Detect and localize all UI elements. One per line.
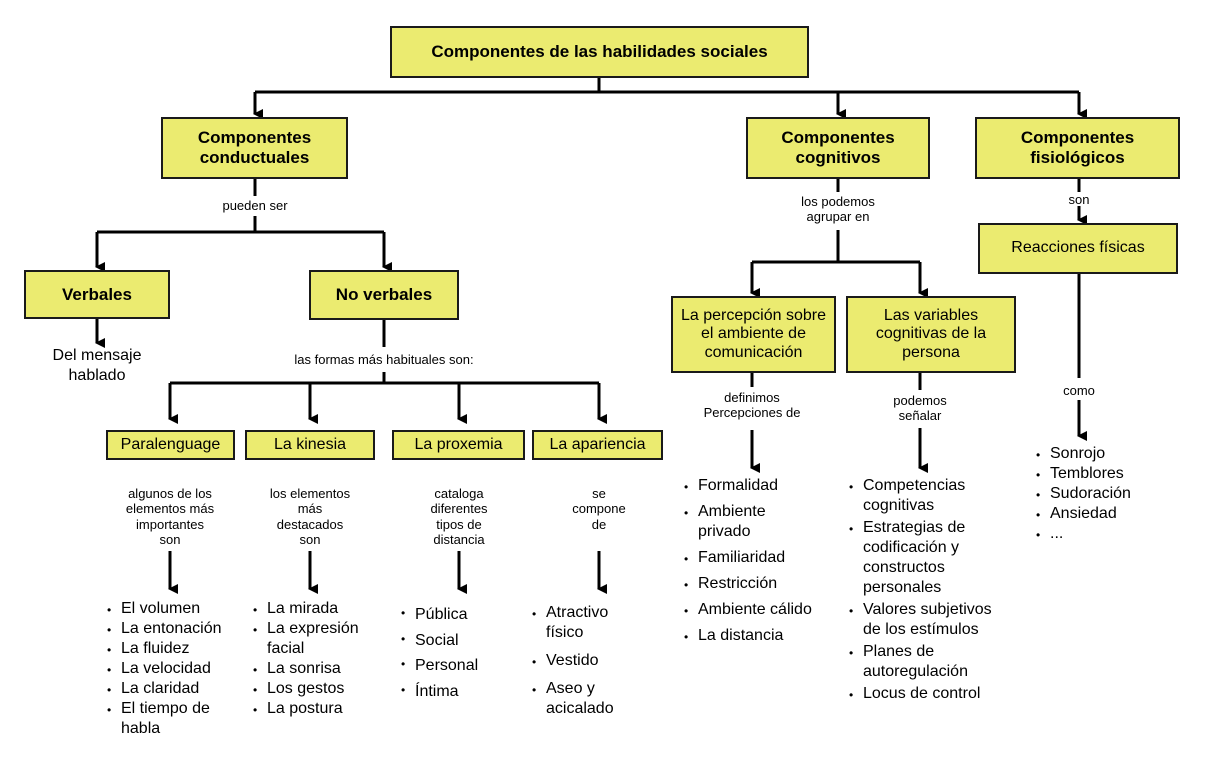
list-item: Íntima xyxy=(401,679,521,705)
list-item: Estrategias de codificación y constructo… xyxy=(849,518,1009,598)
list-percepcion: Formalidad Ambiente privado Familiaridad… xyxy=(684,476,814,648)
node-paralenguaje: Paralenguage xyxy=(106,430,235,460)
list-paralenguaje: El volumen La entonación La fluidez La v… xyxy=(107,599,247,739)
list-item: Locus de control xyxy=(849,684,1009,706)
node-fisiologicos: Componentes fisiológicos xyxy=(975,117,1180,179)
node-proxemia: La proxemia xyxy=(392,430,525,460)
list-item: El tiempo de habla xyxy=(107,699,247,739)
conductuales-title: Componentes conductuales xyxy=(197,128,312,167)
list-item: Ambiente cálido xyxy=(684,600,814,622)
no-verbales-title: No verbales xyxy=(335,285,433,305)
link-pueden-ser: pueden ser xyxy=(222,198,288,213)
node-cognitivos: Componentes cognitivos xyxy=(746,117,930,179)
node-kinesia: La kinesia xyxy=(245,430,375,460)
list-item: La expresión facial xyxy=(253,619,383,659)
list-item: La mirada xyxy=(253,599,383,621)
percepcion-title: La percepción sobre el ambiente de comun… xyxy=(681,306,826,361)
list-reacciones: Sonrojo Temblores Sudoración Ansiedad ..… xyxy=(1036,444,1156,546)
list-item: Sudoración xyxy=(1036,484,1156,506)
list-item: Sonrojo xyxy=(1036,444,1156,466)
cognitivos-title: Componentes cognitivos xyxy=(781,128,895,167)
list-item: Vestido xyxy=(532,651,642,673)
root-node: Componentes de las habilidades sociales xyxy=(390,26,809,78)
link-kinesia: los elementos más destacados son xyxy=(269,486,351,547)
list-item: Ambiente privado xyxy=(684,502,814,542)
paralenguaje-title: Paralenguage xyxy=(120,435,221,453)
list-item: Restricción xyxy=(684,574,814,596)
list-item: La distancia xyxy=(684,626,814,648)
list-variables: Competencias cognitivas Estrategias de c… xyxy=(849,476,1009,706)
list-apariencia: Atractivo físico Vestido Aseo y acicalad… xyxy=(532,603,642,719)
list-proxemia: Pública Social Personal Íntima xyxy=(401,602,521,704)
fisiologicos-title: Componentes fisiológicos xyxy=(1020,128,1135,167)
list-item: Formalidad xyxy=(684,476,814,498)
list-item: Pública xyxy=(401,602,521,628)
list-item: La claridad xyxy=(107,679,247,701)
list-item: Aseo y acicalado xyxy=(532,679,642,719)
link-como: como xyxy=(1063,383,1095,398)
link-senalar: podemos señalar xyxy=(893,393,947,424)
variables-title: Las variables cognitivas de la persona xyxy=(875,306,987,361)
list-item: ... xyxy=(1036,524,1156,546)
link-paralenguaje: algunos de los elementos más importantes… xyxy=(125,486,215,547)
link-son: son xyxy=(1068,192,1090,207)
link-agrupar: los podemos agrupar en xyxy=(801,194,875,225)
list-item: Familiaridad xyxy=(684,548,814,570)
list-item: Los gestos xyxy=(253,679,383,701)
list-item: Ansiedad xyxy=(1036,504,1156,526)
list-item: La postura xyxy=(253,699,383,721)
list-kinesia: La mirada La expresión facial La sonrisa… xyxy=(253,599,383,721)
reacciones-title: Reacciones físicas xyxy=(1011,239,1145,257)
list-item: Personal xyxy=(401,653,521,679)
node-percepcion: La percepción sobre el ambiente de comun… xyxy=(671,296,836,373)
node-conductuales: Componentes conductuales xyxy=(161,117,348,179)
node-apariencia: La apariencia xyxy=(532,430,663,460)
link-apariencia: se compone de xyxy=(572,486,626,532)
list-item: La velocidad xyxy=(107,659,247,681)
proxemia-title: La proxemia xyxy=(414,435,503,453)
list-item: La sonrisa xyxy=(253,659,383,681)
link-formas-habituales: las formas más habituales son: xyxy=(294,352,474,367)
list-item: El volumen xyxy=(107,599,247,621)
link-percepciones: definimos Percepciones de xyxy=(703,390,801,421)
link-proxemia: cataloga diferentes tipos de distancia xyxy=(430,486,488,547)
apariencia-title: La apariencia xyxy=(549,435,646,453)
kinesia-title: La kinesia xyxy=(273,435,347,453)
node-reacciones: Reacciones físicas xyxy=(978,223,1178,274)
node-variables: Las variables cognitivas de la persona xyxy=(846,296,1016,373)
list-item: Temblores xyxy=(1036,464,1156,486)
list-item: Competencias cognitivas xyxy=(849,476,1009,516)
node-verbales: Verbales xyxy=(24,270,170,319)
root-title: Componentes de las habilidades sociales xyxy=(431,42,768,62)
node-no-verbales: No verbales xyxy=(309,270,459,320)
list-item: Atractivo físico xyxy=(532,603,642,643)
list-item: La fluidez xyxy=(107,639,247,661)
verbales-title: Verbales xyxy=(62,284,132,304)
list-item: Social xyxy=(401,628,521,654)
list-item: Planes de autoregulación xyxy=(849,642,1009,682)
list-item: Valores subjetivos de los estímulos xyxy=(849,600,1009,640)
verbales-desc: Del mensaje hablado xyxy=(52,347,142,384)
list-item: La entonación xyxy=(107,619,247,641)
